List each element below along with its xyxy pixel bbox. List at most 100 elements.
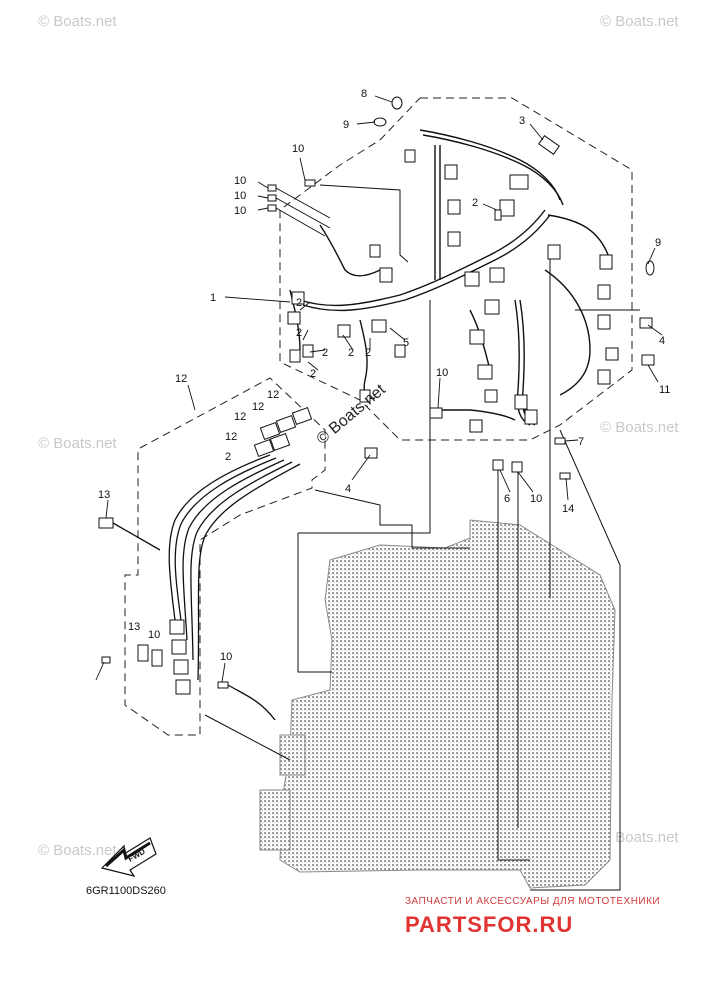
connector — [641, 354, 655, 366]
callout-12: 12 — [234, 411, 246, 423]
watermark-layer: © Boats.net © Boats.net © Boats.net © Bo… — [38, 13, 679, 859]
callout-8: 8 — [361, 88, 367, 100]
diagram-code: 6GR1100DS260 — [86, 885, 166, 897]
connector — [597, 284, 611, 300]
watermark: © Boats.net — [600, 419, 679, 436]
connector — [379, 267, 393, 283]
connector — [499, 199, 515, 217]
connector — [464, 271, 480, 287]
bolt — [559, 472, 571, 480]
callout-10: 10 — [220, 651, 232, 663]
connector — [469, 329, 485, 345]
harness-connectors — [267, 96, 655, 480]
connector — [605, 347, 619, 361]
bolt — [554, 437, 566, 445]
leader-lines — [95, 95, 663, 683]
connector — [394, 344, 406, 358]
watermark: © Boats.net — [38, 13, 117, 30]
callout-13: 13 — [128, 621, 140, 633]
callout-14: 13 — [98, 489, 110, 501]
callout-5: 4 — [659, 335, 665, 347]
callout-3: 3 — [519, 115, 525, 127]
connector — [509, 174, 529, 190]
sensor — [98, 517, 114, 529]
callout-12: 2 — [225, 451, 231, 463]
callout-2: 2 — [348, 347, 354, 359]
connector — [469, 419, 483, 433]
clip — [494, 209, 502, 221]
callout-10: 10 — [234, 205, 246, 217]
callout-7: 4 — [345, 483, 351, 495]
connector — [511, 461, 523, 473]
callout-9: 9 — [343, 119, 349, 131]
callout-1: 1 — [210, 292, 216, 304]
watermark: © Boats.net — [600, 829, 679, 846]
callout-4: 6 — [504, 493, 510, 505]
connector — [599, 254, 613, 270]
connector — [484, 299, 500, 315]
connector — [447, 231, 461, 247]
connector — [429, 407, 443, 419]
bracket — [137, 644, 149, 662]
brand-name: PARTSFOR.RU — [405, 912, 573, 937]
connector — [373, 117, 387, 127]
watermark: © Boats.net — [38, 435, 117, 452]
center-watermark: © Boats.net — [314, 381, 390, 448]
sensor — [364, 447, 378, 459]
callout-9: 9 — [655, 237, 661, 249]
bolt — [267, 184, 277, 192]
connector — [369, 244, 381, 258]
callout-2: 2 — [322, 347, 328, 359]
coil — [253, 438, 275, 458]
connector — [477, 364, 493, 380]
bolt — [101, 656, 111, 664]
bolt-shafts — [275, 187, 331, 237]
callout-2: 10 — [436, 367, 448, 379]
coil-connector — [169, 619, 185, 635]
engine-block — [259, 519, 616, 889]
callout-labels: 8 9 3 10 10 10 10 2 9 1 2 2 2 2 2 2 5 4 … — [98, 88, 670, 663]
connector — [287, 311, 301, 325]
callout-10: 10 — [234, 190, 246, 202]
connector — [291, 291, 305, 305]
callout-2: 2 — [310, 368, 316, 380]
bolt — [267, 204, 277, 212]
callout-13: 10 — [148, 629, 160, 641]
coil-connector — [171, 639, 187, 655]
coil — [269, 432, 291, 452]
connector — [444, 164, 458, 180]
connector — [492, 459, 504, 471]
coil-boundary — [124, 377, 326, 736]
coil-connector — [173, 659, 189, 675]
callout-4: 11 — [659, 384, 670, 396]
callout-10: 14 — [562, 503, 574, 515]
connector — [597, 314, 611, 330]
reference-lines — [204, 184, 640, 891]
connector — [371, 319, 387, 333]
callout-12: 12 — [252, 401, 264, 413]
coil-wires — [112, 454, 301, 721]
connector — [597, 369, 611, 385]
callout-11: 12 — [175, 373, 187, 385]
callout-6: 10 — [530, 493, 542, 505]
callout-2: 2 — [296, 297, 302, 309]
connector — [514, 394, 528, 410]
callout-2: 5 — [403, 337, 409, 349]
coil — [259, 421, 281, 441]
connector — [538, 135, 560, 155]
bolt — [217, 681, 229, 689]
connector — [302, 344, 314, 358]
callout-10: 10 — [234, 175, 246, 187]
connector — [337, 324, 351, 338]
callout-10: 7 — [578, 436, 584, 448]
connector — [547, 244, 561, 260]
callout-10: 10 — [292, 143, 304, 155]
connector — [524, 409, 538, 425]
connector — [391, 96, 403, 110]
coil — [291, 406, 313, 426]
connector — [404, 149, 416, 163]
brand-tagline: ЗАПЧАСТИ И АКСЕССУАРЫ ДЛЯ МОТОТЕХНИКИ — [405, 896, 660, 907]
callout-12: 12 — [267, 389, 279, 401]
bolt — [267, 194, 277, 202]
